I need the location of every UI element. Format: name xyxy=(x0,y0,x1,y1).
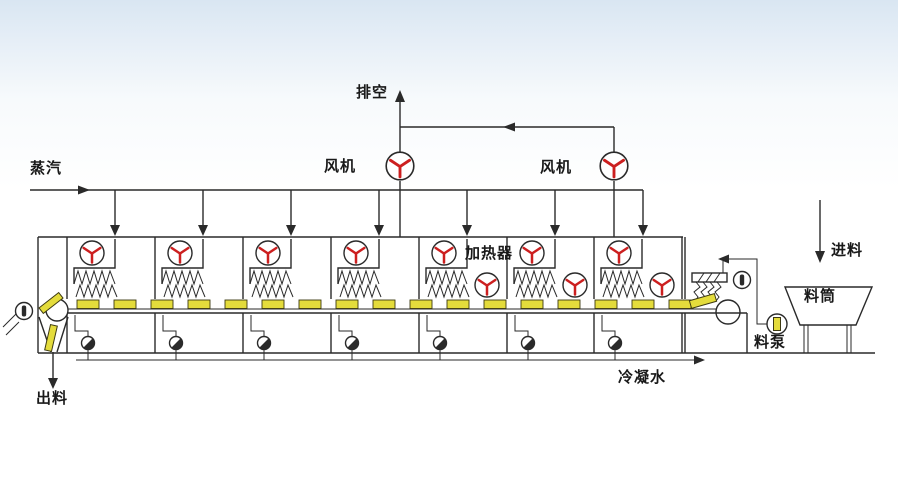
condensate-line xyxy=(76,355,705,365)
heater-label: 加热器 xyxy=(465,245,514,262)
fan-icon xyxy=(648,271,676,299)
fan-icon xyxy=(561,271,589,299)
drying-chamber xyxy=(514,239,557,360)
conveyor-belt xyxy=(76,299,692,309)
pump-label: 料泵 xyxy=(754,334,787,351)
drying-chamber xyxy=(338,239,381,360)
feed-assembly xyxy=(683,200,874,353)
steam-supply-line xyxy=(30,185,648,236)
exhaust-fan-right xyxy=(598,150,630,182)
fan-icon xyxy=(384,150,416,182)
fan-right-label: 风机 xyxy=(540,159,573,176)
drying-chamber xyxy=(162,239,205,360)
feed-hopper xyxy=(783,286,874,326)
drying-chamber xyxy=(601,239,644,360)
drying-chamber xyxy=(250,239,293,360)
exhaust-fan-left xyxy=(384,150,416,182)
discharge-assembly xyxy=(2,291,69,389)
feed-label: 进料 xyxy=(831,242,864,259)
fan-left-label: 风机 xyxy=(324,158,357,175)
drying-chamber xyxy=(74,239,117,360)
vent-label: 排空 xyxy=(356,84,389,101)
feed-pump xyxy=(766,313,788,335)
exhaust-duct xyxy=(395,90,615,237)
motor-icon xyxy=(14,301,34,321)
drying-chambers xyxy=(74,239,676,360)
motor-icon xyxy=(732,270,752,290)
drying-chamber xyxy=(426,239,469,360)
steam-label: 蒸汽 xyxy=(30,160,63,177)
discharge-label: 出料 xyxy=(36,390,69,407)
belt-drum xyxy=(715,299,741,325)
dryer-body xyxy=(37,236,875,354)
fan-icon xyxy=(473,271,501,299)
hopper-label: 料筒 xyxy=(804,288,837,305)
condensate-label: 冷凝水 xyxy=(618,369,667,386)
fan-icon xyxy=(598,150,630,182)
